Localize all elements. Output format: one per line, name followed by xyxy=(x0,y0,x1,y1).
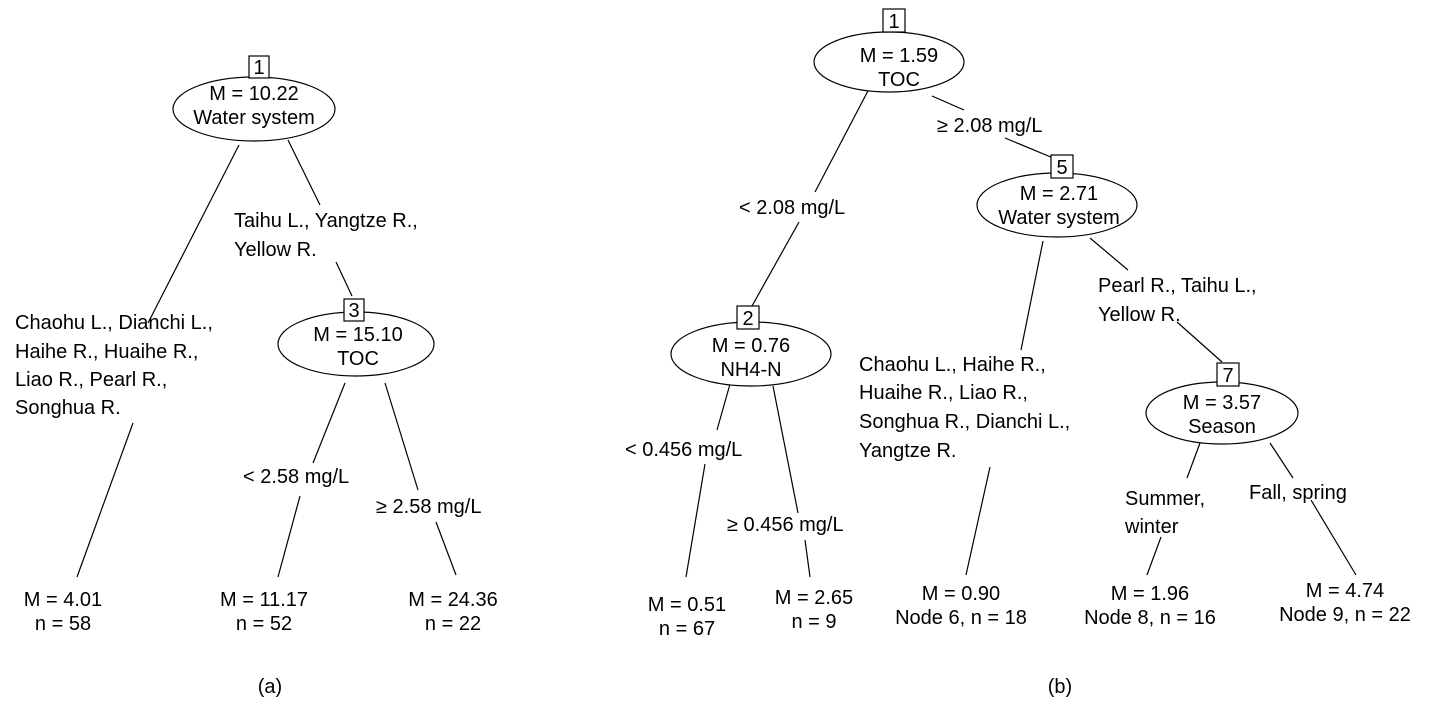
edge-a-3-left-lower xyxy=(277,495,301,578)
tree-a-split-1-left-label: Chaohu L., Dianchi L., xyxy=(15,312,213,334)
tree-b-node-5-variable: Water system xyxy=(998,207,1120,229)
tree-a-split-1-right-label: Taihu L., Yangtze R., xyxy=(234,210,418,232)
tree-a-node-1-variable: Water system xyxy=(193,107,315,129)
tree-a-leaf-2-stat: M = 4.01 xyxy=(24,589,102,611)
edge-a-1-right xyxy=(287,139,321,206)
tree-a-split-3-right-label: ≥ 2.58 mg/L xyxy=(376,496,481,518)
tree-b-split-7-left-label: Summer, xyxy=(1125,488,1205,510)
tree-b-node-1-variable: TOC xyxy=(878,69,920,91)
tree-b-split-5-left-label-4: Yangtze R. xyxy=(859,440,956,462)
edge-b-1-right-lower xyxy=(1004,137,1059,161)
edge-b-7-left xyxy=(1186,442,1201,479)
edge-a-1-right-lower xyxy=(335,261,353,297)
tree-b-split-5-left-label-2: Huaihe R., Liao R., xyxy=(859,382,1028,404)
edge-b-2-right xyxy=(772,385,799,514)
tree-a-caption: (a) xyxy=(258,676,282,698)
edge-b-1-right xyxy=(931,95,965,111)
edge-b-7-right xyxy=(1269,442,1294,479)
tree-b-leaf-9-n: Node 9, n = 22 xyxy=(1279,604,1411,626)
tree-b-leaf-3-stat: M = 0.51 xyxy=(648,594,726,616)
tree-b-node-2-id: 2 xyxy=(742,308,753,330)
tree-b-split-5-left-label: Chaohu L., Haihe R., xyxy=(859,354,1046,376)
tree-b-split-7-right-label: Fall, spring xyxy=(1249,482,1347,504)
edge-b-7-left-lower xyxy=(1146,536,1162,576)
tree-b-node-2-stat: M = 0.76 xyxy=(712,335,790,357)
tree-b-leaf-4-n: n = 9 xyxy=(791,611,836,633)
tree-b-node-2-id-box xyxy=(736,305,760,330)
tree-b-split-7-left-label-2: winter xyxy=(1124,516,1179,538)
tree-a-node-3-id-box xyxy=(343,298,365,322)
tree-b-node-5-stat: M = 2.71 xyxy=(1020,183,1098,205)
tree-b-split-5-left-label-3: Songhua R., Dianchi L., xyxy=(859,411,1070,433)
tree-a-split-1-left-label-4: Songhua R. xyxy=(15,397,121,419)
tree-a-split-1-right-label-2: Yellow R. xyxy=(234,239,317,261)
tree-b: 1 M = 1.59 TOC < 2.08 mg/L ≥ 2.08 mg/L 2… xyxy=(625,8,1411,698)
tree-b-node-1-id: 1 xyxy=(888,11,899,33)
tree-a-node-3-stat: M = 15.10 xyxy=(313,324,403,346)
tree-a-leaf-2-n: n = 58 xyxy=(35,613,91,635)
tree-b-node-1-id-box xyxy=(882,8,906,33)
edge-b-5-left-lower xyxy=(965,466,991,576)
edge-a-3-left xyxy=(312,382,346,464)
edge-a-3-right xyxy=(384,382,419,491)
tree-b-node-1-stat: M = 1.59 xyxy=(860,45,938,67)
edge-a-1-left xyxy=(147,144,240,324)
tree-a-node-1-id: 1 xyxy=(253,57,264,79)
tree-a-node-3-id: 3 xyxy=(348,300,359,322)
tree-a-node-3-variable: TOC xyxy=(337,348,379,370)
edge-b-1-left-lower xyxy=(751,221,800,307)
tree-b-node-7-id-box xyxy=(1216,362,1240,387)
edge-b-2-right-lower xyxy=(804,539,811,578)
tree-a-leaf-4-n: n = 52 xyxy=(236,613,292,635)
tree-a-leaf-4-stat: M = 11.17 xyxy=(220,589,308,611)
tree-b-leaf-3-n: n = 67 xyxy=(659,618,715,640)
edge-b-5-right-lower xyxy=(1176,321,1223,363)
tree-b-leaf-8-n: Node 8, n = 16 xyxy=(1084,607,1216,629)
tree-b-node-5-id-box xyxy=(1050,154,1074,179)
tree-b-node-7-stat: M = 3.57 xyxy=(1183,392,1261,414)
edge-b-2-left xyxy=(716,383,731,431)
tree-b-leaf-6-stat: M = 0.90 xyxy=(922,583,1000,605)
tree-b-leaf-9-stat: M = 4.74 xyxy=(1306,580,1384,602)
tree-b-leaf-4-stat: M = 2.65 xyxy=(775,587,853,609)
edge-a-3-right-lower xyxy=(435,521,457,576)
tree-b-node-2-variable: NH4-N xyxy=(720,359,781,381)
edge-a-1-left-lower xyxy=(76,422,134,578)
tree-b-leaf-8-stat: M = 1.96 xyxy=(1111,583,1189,605)
tree-a-node-1-stat: M = 10.22 xyxy=(209,83,299,105)
tree-a-split-1-left-label-2: Haihe R., Huaihe R., xyxy=(15,341,198,363)
tree-b-split-5-right-label-2: Yellow R. xyxy=(1098,304,1181,326)
tree-a-leaf-5-n: n = 22 xyxy=(425,613,481,635)
tree-a-split-3-left-label: < 2.58 mg/L xyxy=(243,466,349,488)
tree-b-split-2-right-label: ≥ 0.456 mg/L xyxy=(727,514,844,536)
tree-a-node-1-id-box xyxy=(248,55,270,79)
tree-b-split-1-right-label: ≥ 2.08 mg/L xyxy=(937,115,1042,137)
tree-a: 1 M = 10.22 Water system Taihu L., Yangt… xyxy=(15,55,498,698)
edge-b-2-left-lower xyxy=(685,463,706,578)
edge-b-1-left xyxy=(814,86,871,193)
tree-b-split-5-right-label: Pearl R., Taihu L., xyxy=(1098,275,1257,297)
tree-b-split-2-left-label: < 0.456 mg/L xyxy=(625,439,742,461)
edge-b-5-left xyxy=(1020,240,1044,351)
tree-b-split-1-left-label: < 2.08 mg/L xyxy=(739,197,845,219)
tree-a-leaf-5-stat: M = 24.36 xyxy=(408,589,498,611)
edge-b-7-right-lower xyxy=(1310,499,1357,576)
tree-b-node-7-variable: Season xyxy=(1188,416,1256,438)
tree-b-node-5-id: 5 xyxy=(1056,157,1067,179)
tree-a-split-1-left-label-3: Liao R., Pearl R., xyxy=(15,369,167,391)
tree-b-leaf-6-n: Node 6, n = 18 xyxy=(895,607,1027,629)
tree-b-node-7-id: 7 xyxy=(1222,365,1233,387)
tree-b-caption: (b) xyxy=(1048,676,1072,698)
edge-b-5-right xyxy=(1089,237,1129,271)
